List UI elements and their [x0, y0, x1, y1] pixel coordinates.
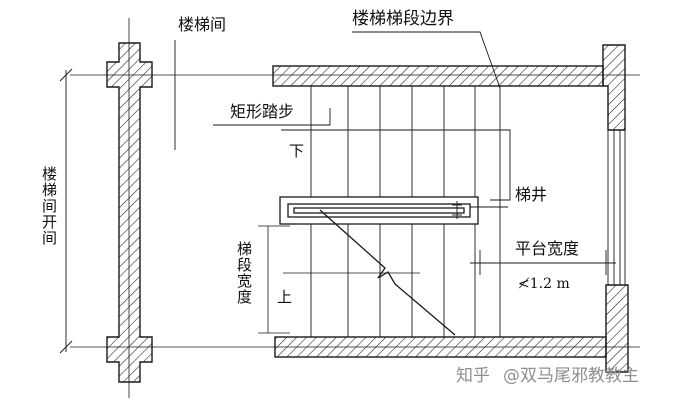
flight-boundary-label: 楼梯梯段边界: [352, 9, 454, 29]
flight-boundary-upper: [281, 129, 511, 201]
stairwell-label: 楼梯间: [178, 15, 227, 34]
rect-tread-label: 矩形踏步: [230, 102, 295, 121]
author-watermark: @双马尾邪教教主: [503, 366, 639, 386]
landing-dimension-value: ≮1.2 m: [518, 276, 570, 292]
down-label: 下: [289, 142, 305, 160]
horizontal-axis-lines: [70, 74, 640, 348]
bay-width-label: 楼梯间开间: [40, 166, 58, 246]
landing-width-label: 平台宽度: [515, 239, 580, 258]
lower-flight-lines: [258, 225, 420, 334]
landing-width-dimension: [470, 250, 616, 275]
well-marks: [452, 201, 462, 219]
zhihu-watermark: 知乎: [456, 366, 490, 386]
right-opening-lines: [607, 130, 626, 285]
well-label: 梯井: [515, 185, 548, 204]
top-wall: [272, 65, 604, 87]
right-wall-bottom: [605, 284, 629, 373]
up-label: 上: [277, 288, 293, 306]
bay-width-dimension: [59, 68, 73, 354]
break-line: [319, 209, 456, 336]
stair-well-handrail: [279, 196, 479, 225]
flight-width-label: 梯段宽度: [235, 241, 253, 305]
right-wall-top: [602, 44, 626, 131]
leader-lines: [174, 31, 508, 208]
left-wall: [106, 42, 153, 383]
